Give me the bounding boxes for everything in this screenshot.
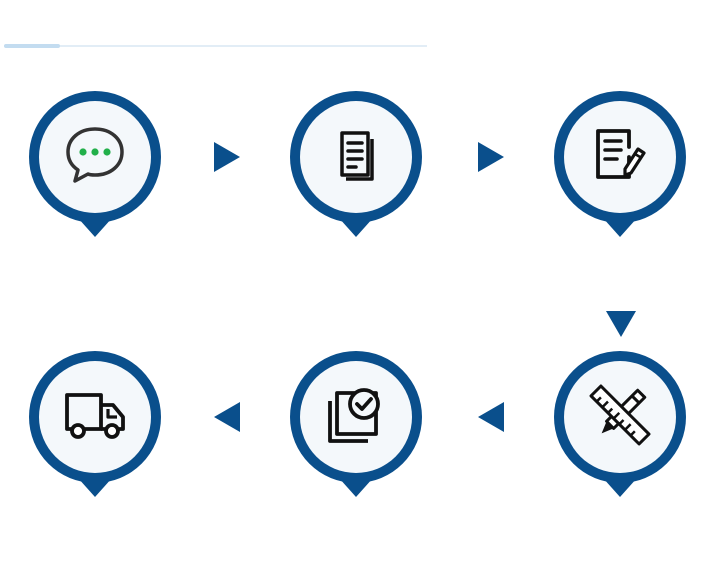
arrow-right-icon (214, 142, 240, 172)
approved-files-icon (328, 388, 380, 443)
divider-line (4, 45, 427, 47)
pin-marker (554, 91, 686, 237)
divider-accent (4, 44, 60, 48)
step-consultation (28, 90, 162, 240)
arrow-left-icon (214, 402, 240, 432)
documents-icon (340, 131, 374, 181)
arrow-down-icon (606, 311, 636, 337)
step-documents (289, 90, 423, 240)
step-design (553, 350, 687, 500)
document-edit-icon (596, 129, 646, 179)
delivery-truck-icon (65, 393, 125, 439)
arrow-right-icon (478, 142, 504, 172)
pin-marker (29, 351, 161, 497)
pin-marker (29, 91, 161, 237)
step-document-edit (553, 90, 687, 240)
chat-bubble-icon (66, 127, 124, 183)
step-approval (289, 350, 423, 500)
pencil-ruler-icon (589, 384, 651, 446)
step-delivery (28, 350, 162, 500)
arrow-left-icon (478, 402, 504, 432)
pin-marker (290, 91, 422, 237)
